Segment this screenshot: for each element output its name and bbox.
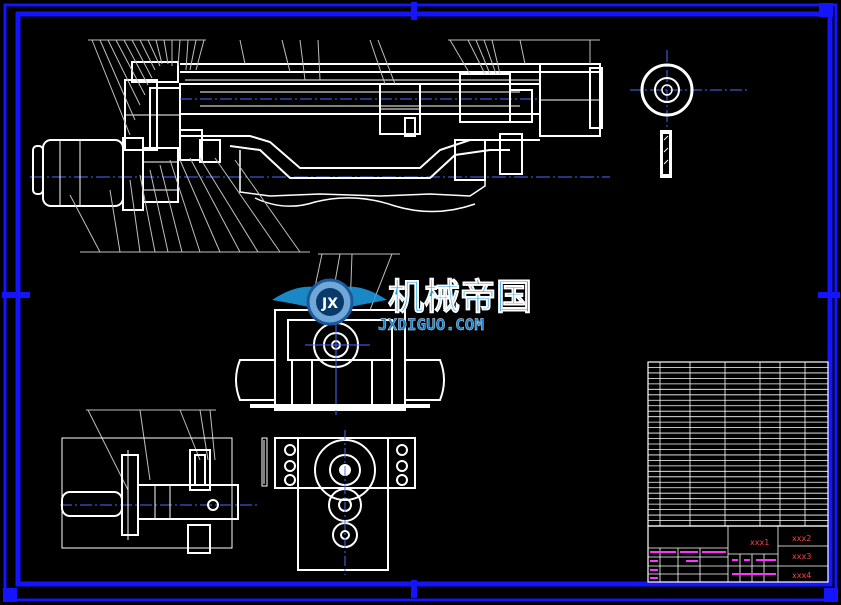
title-block: xxx1 xxx2 xxx3 xxx4 <box>647 525 829 583</box>
parts-list-table <box>647 361 829 527</box>
title-cell-4: xxx4 <box>792 571 811 580</box>
callout-leaders-top <box>88 39 600 136</box>
watermark-brand-cn: 机械帝国 <box>388 277 532 318</box>
gear-wing-logo-icon: JX <box>272 278 387 326</box>
gear-shaft-top-view <box>60 409 260 554</box>
logo-letters: JX <box>321 296 338 312</box>
title-block-fine-print <box>650 551 776 579</box>
parts-list-rows <box>648 367 828 521</box>
title-cell-3: xxx3 <box>792 552 811 561</box>
flange-side-view <box>630 50 750 178</box>
gearbox-side-view <box>261 430 416 575</box>
watermark-brand-en: JXDIGUO.COM <box>378 315 484 334</box>
callout-leaders-bottom <box>69 157 310 253</box>
watermark: JX 机械帝国 JXDIGUO.COM <box>272 277 532 334</box>
main-assembly-view <box>30 39 610 253</box>
title-cell-1: xxx1 <box>750 538 769 547</box>
title-cell-2: xxx2 <box>792 534 811 543</box>
